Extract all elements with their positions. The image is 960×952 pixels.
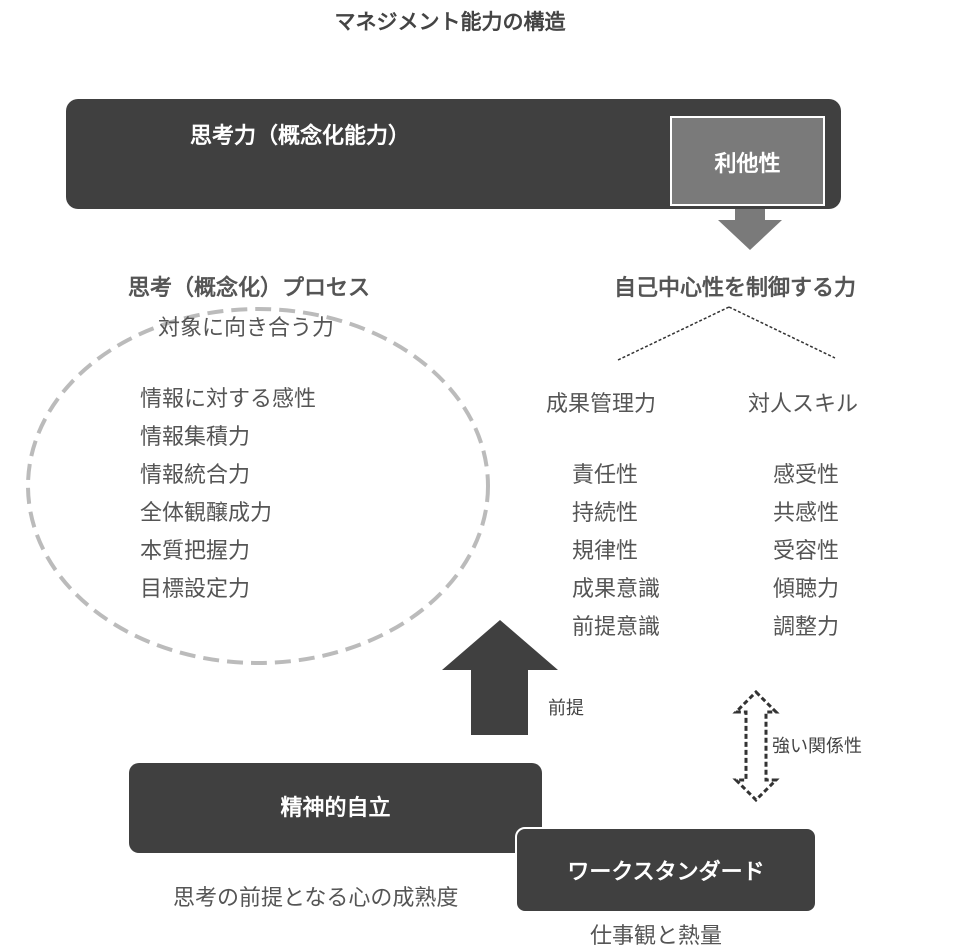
premise-label: 前提 (548, 698, 584, 719)
list-item: 共感性 (773, 501, 840, 526)
thinking-ability-label: 思考力（概念化能力） (189, 123, 410, 149)
diagram-title: マネジメント能力の構造 (334, 9, 566, 34)
independence-caption: 思考の前提となる心の成熟度 (173, 886, 459, 911)
list-item: 傾聴力 (773, 577, 840, 602)
mental-independence-box: 精神的自立 (129, 763, 542, 853)
list-item: 受容性 (773, 539, 840, 564)
interpersonal-skill-heading: 対人スキル (748, 392, 859, 417)
thinking-process-list: 情報に対する感性 情報集積力 情報統合力 全体観醸成力 本質把握力 目標設定力 (140, 381, 316, 609)
list-item: 感受性 (773, 463, 840, 488)
relation-label: 強い関係性 (772, 736, 862, 757)
altruism-box: 利他性 (670, 116, 825, 206)
branch-line-right (728, 306, 836, 359)
list-item: 成果意識 (572, 577, 661, 602)
list-item: 目標設定力 (140, 577, 251, 602)
list-item: 調整力 (773, 615, 840, 640)
work-standard-box: ワークスタンダード (515, 827, 817, 913)
interpersonal-skill-list: 感受性 共感性 受容性 傾聴力 調整力 (773, 457, 839, 647)
branch-line-left (617, 306, 730, 361)
altruism-down-arrow (718, 205, 782, 250)
thinking-process-ellipse (26, 307, 490, 665)
list-item: 規律性 (572, 539, 639, 564)
list-item: 情報統合力 (140, 463, 251, 488)
results-management-heading: 成果管理力 (546, 392, 657, 417)
list-item: 本質把握力 (140, 539, 251, 564)
list-item: 前提意識 (572, 615, 661, 640)
results-management-list: 責任性 持続性 規律性 成果意識 前提意識 (572, 457, 660, 647)
list-item: 情報に対する感性 (140, 387, 317, 412)
thinking-process-heading: 思考（概念化）プロセス (128, 275, 371, 301)
thinking-process-subheading: 対象に向き合う力 (158, 316, 335, 341)
list-item: 持続性 (572, 501, 639, 526)
list-item: 責任性 (572, 463, 639, 488)
self-control-heading: 自己中心性を制御する力 (614, 275, 857, 301)
list-item: 全体観醸成力 (140, 501, 273, 526)
work-standard-caption: 仕事観と熱量 (590, 924, 723, 949)
premise-up-arrow (442, 620, 558, 735)
list-item: 情報集積力 (140, 425, 251, 450)
relation-double-arrow (732, 689, 780, 803)
